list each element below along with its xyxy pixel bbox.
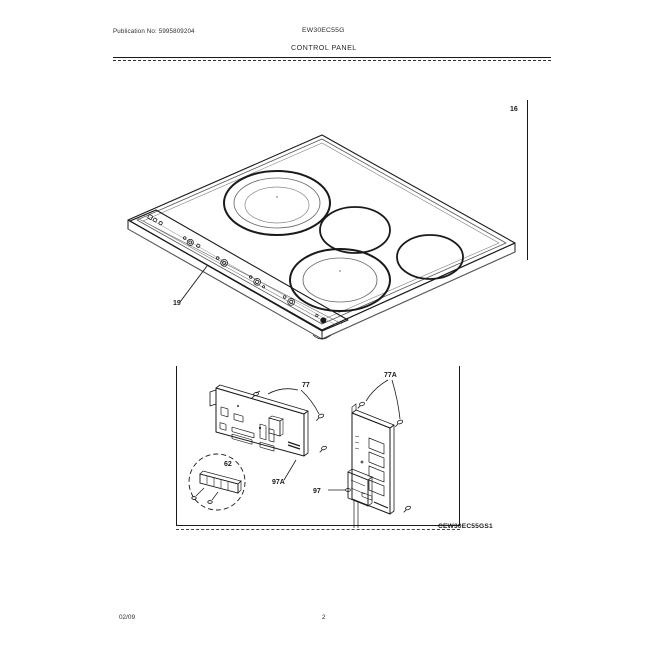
exploded-view-box-dashed-rule bbox=[176, 529, 460, 530]
callout-label-16: 16 bbox=[510, 106, 518, 113]
model-number: EW30EC55G bbox=[302, 27, 345, 34]
cooktop-illustration bbox=[110, 125, 530, 360]
part-code-label: CEW30EC55GS1 bbox=[438, 523, 493, 530]
callout-label-62: 62 bbox=[224, 461, 232, 468]
footer-page-number: 2 bbox=[322, 614, 326, 621]
callout-label-77A: 77A bbox=[384, 372, 397, 379]
callout-label-19: 19 bbox=[173, 300, 181, 307]
callout-label-97: 97 bbox=[313, 488, 321, 495]
callout-label-77: 77 bbox=[302, 382, 310, 389]
header-rule-dashed bbox=[113, 60, 551, 61]
footer-date: 02/09 bbox=[119, 614, 135, 621]
publication-number: Publication No: 5995809204 bbox=[113, 28, 195, 35]
page-title: CONTROL PANEL bbox=[291, 43, 357, 52]
callout-leader-16 bbox=[527, 100, 528, 260]
header-rule-solid bbox=[113, 57, 551, 58]
exploded-view-box bbox=[176, 366, 460, 526]
callout-label-97A: 97A bbox=[272, 479, 285, 486]
control-boards-illustration: 77 97A bbox=[176, 366, 460, 528]
